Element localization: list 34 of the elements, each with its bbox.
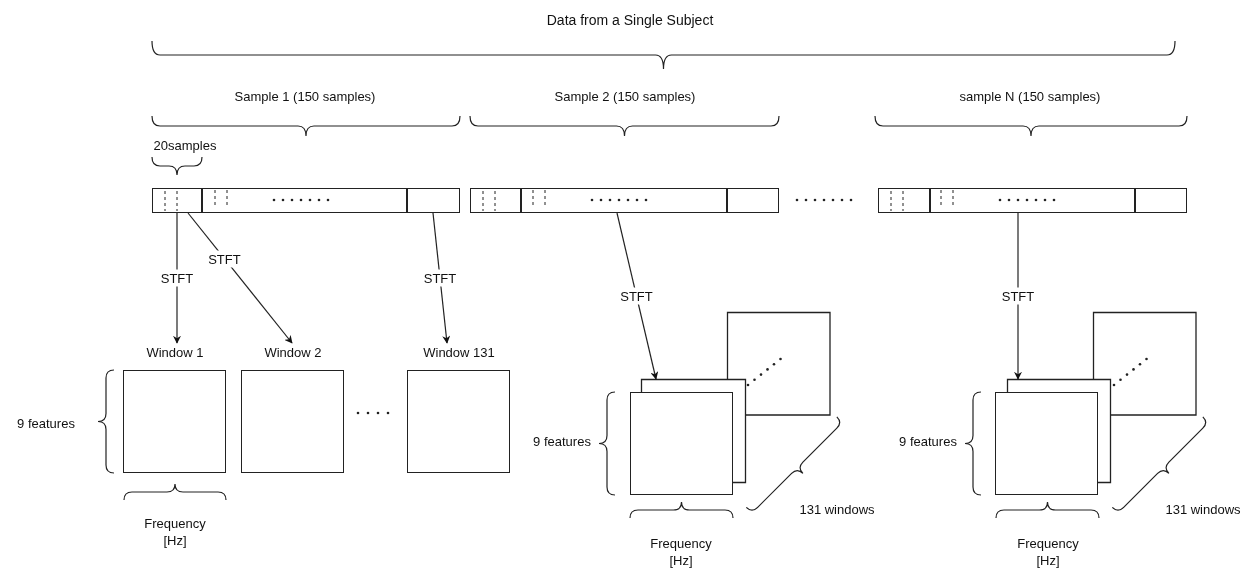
- annotation-label: 9 features: [17, 415, 75, 433]
- signal-segment: [878, 188, 930, 213]
- window-label: Window 2: [264, 344, 322, 362]
- annotation-label: 131 windows: [799, 501, 875, 519]
- annotation-label: 9 features: [899, 433, 957, 451]
- edge-label: STFT: [421, 269, 459, 287]
- annotation-label: Frequency [Hz]: [143, 516, 207, 550]
- signal-segment: [727, 188, 779, 213]
- window-label: Window 131: [423, 344, 495, 362]
- annotation-label: 20samples: [153, 137, 217, 155]
- signal-segment: [407, 188, 460, 213]
- annotation-label: Sample 2 (150 samples): [554, 88, 696, 106]
- annotation-label: 9 features: [533, 433, 591, 451]
- edge-label: STFT: [618, 287, 655, 305]
- annotation-label: Frequency [Hz]: [649, 536, 713, 570]
- signal-segment: [521, 188, 727, 213]
- diagram-title: Data from a Single Subject: [546, 10, 714, 30]
- annotation-label: sample N (150 samples): [959, 88, 1101, 106]
- annotation-label: Sample 1 (150 samples): [234, 88, 376, 106]
- window-label: Window 1: [146, 344, 204, 362]
- arrow: [616, 212, 659, 380]
- arrow: [1014, 212, 1022, 380]
- signal-segment: [470, 188, 521, 213]
- signal-segment: [202, 188, 407, 213]
- signal-segment: [1135, 188, 1187, 213]
- edge-label: STFT: [158, 269, 196, 287]
- annotation-label: 131 windows: [1165, 501, 1241, 519]
- edge-label: STFT: [206, 250, 243, 267]
- annotation-label: Frequency [Hz]: [1016, 536, 1080, 570]
- spectrogram-square: [995, 392, 1098, 495]
- spectrogram-square: [630, 392, 733, 495]
- signal-segment: [930, 188, 1135, 213]
- edge-label: STFT: [999, 287, 1037, 305]
- signal-segment: [152, 188, 202, 213]
